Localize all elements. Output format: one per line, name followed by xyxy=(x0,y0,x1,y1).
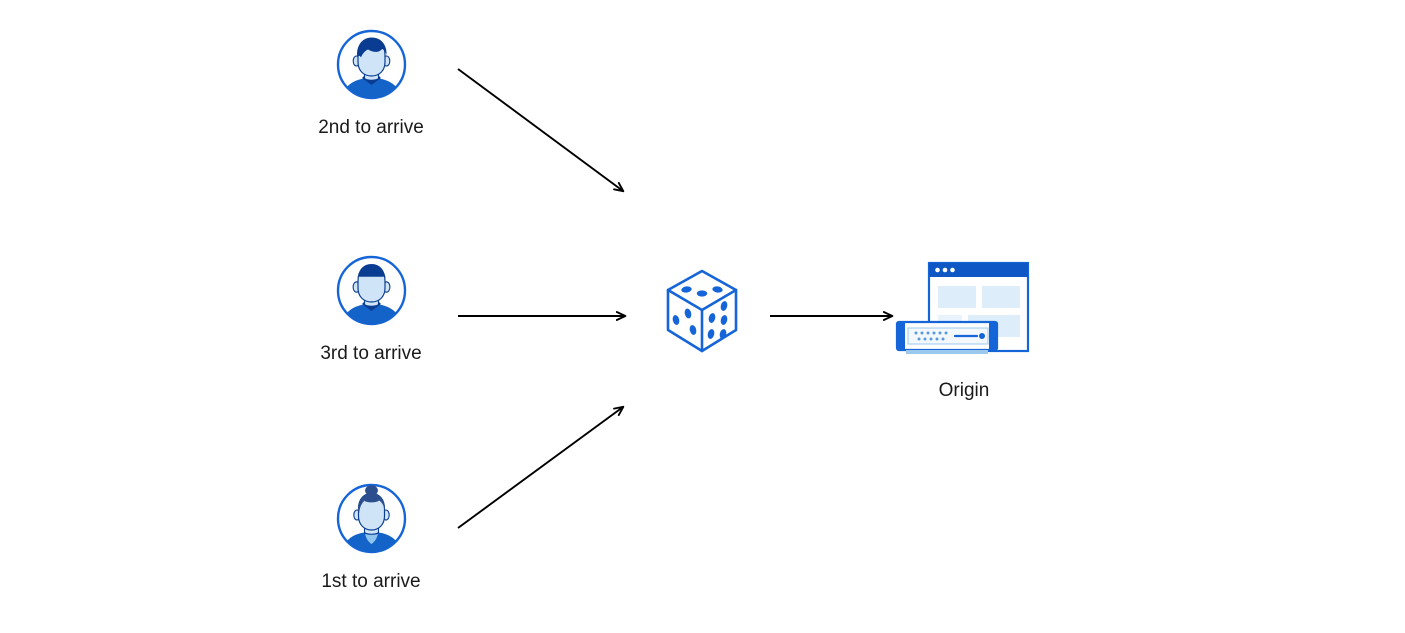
dice-cube-icon xyxy=(666,269,738,353)
node-user-2nd xyxy=(335,28,408,101)
node-label-user-2nd: 2nd to arrive xyxy=(318,117,424,138)
node-label-origin: Origin xyxy=(938,380,990,401)
user-avatar-icon xyxy=(336,29,407,100)
server-device-icon xyxy=(895,320,999,354)
user-avatar-icon xyxy=(336,483,407,554)
node-user-3rd xyxy=(335,254,408,327)
node-user-1st xyxy=(335,482,408,555)
origin-server-icon xyxy=(895,261,1030,354)
node-dice xyxy=(662,268,742,360)
user-avatar-icon xyxy=(336,255,407,326)
node-origin xyxy=(893,258,1033,364)
node-label-user-1st: 1st to arrive xyxy=(321,571,421,592)
node-label-user-3rd: 3rd to arrive xyxy=(320,343,422,364)
arrow-2nd-to-dice xyxy=(457,68,625,193)
arrow-1st-to-dice xyxy=(457,405,625,529)
